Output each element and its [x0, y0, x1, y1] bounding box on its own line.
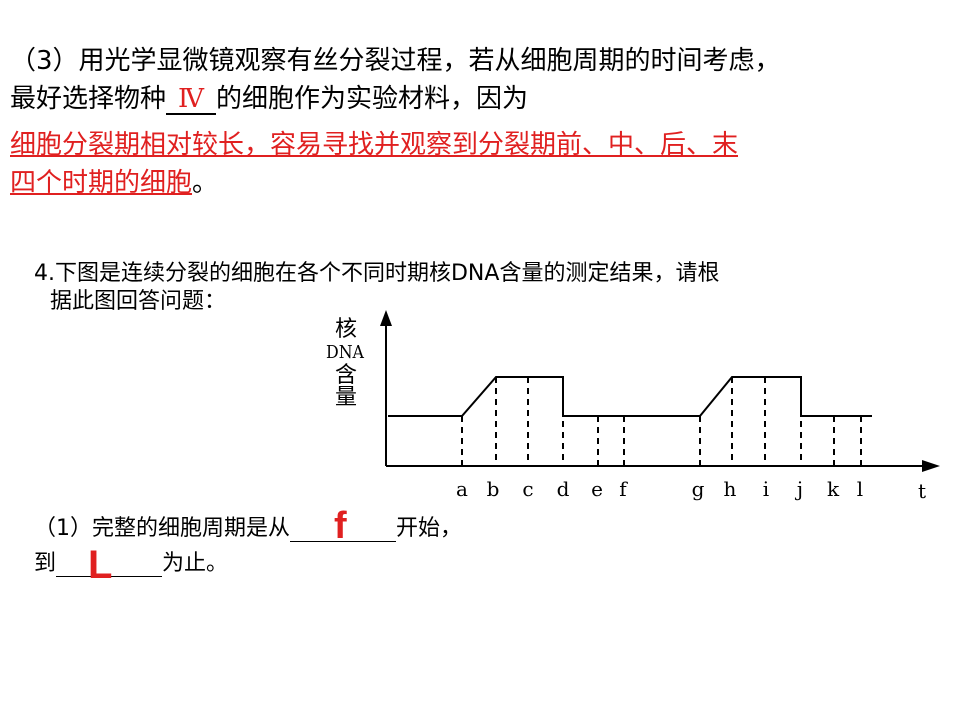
x-axis-label: t: [918, 479, 926, 503]
y-label-han: 含: [335, 363, 357, 388]
y-label-liang: 量: [335, 385, 357, 410]
q4-sub1-after: 开始，: [396, 516, 463, 541]
tick-label-e: e: [591, 477, 603, 501]
tick-label-c: c: [522, 477, 533, 501]
y-axis-arrow-icon: [380, 310, 392, 326]
dna-content-line: [388, 376, 872, 417]
q3-blank-answer: Ⅳ: [166, 85, 217, 115]
tick-label-h: h: [724, 477, 737, 501]
q4-sub1-blank2: L: [56, 545, 163, 585]
q4-sub1-answer2: L: [88, 543, 113, 587]
q4-sub1-line2-after: 为止。: [162, 551, 229, 576]
q3-answer-end: 。: [192, 168, 219, 198]
y-label-he: 核: [335, 317, 357, 342]
q3-line2-after: 的细胞作为实验材料，因为: [216, 84, 529, 114]
q3-answer-line1: 细胞分裂期相对较长，容易寻找并观察到分裂期前、中、后、末: [10, 130, 739, 160]
y-label-dna: DNA: [326, 342, 365, 363]
q4-sub1-blank1: f: [290, 507, 396, 545]
q4-line1: 4.下图是连续分裂的细胞在各个不同时期核DNA含量的测定结果，请根: [34, 261, 720, 286]
q3-line2-before: 最好选择物种: [10, 84, 167, 114]
tick-label-i: i: [763, 477, 769, 501]
tick-label-f: f: [619, 477, 628, 501]
x-axis-arrow-icon: [922, 460, 940, 472]
tick-label-d: d: [557, 477, 570, 501]
tick-label-a: a: [456, 477, 468, 501]
tick-label-l: l: [857, 477, 863, 501]
q3-answer-line2-text: 四个时期的细胞: [10, 168, 193, 198]
q4-sub1-line2: 到 L 为止。: [34, 545, 229, 585]
tick-label-g: g: [692, 477, 705, 501]
tick-label-b: b: [487, 477, 500, 501]
series-layer: [388, 376, 872, 466]
q4-sub1-line1: （1）完整的细胞周期是从 f 开始，: [34, 507, 463, 545]
q4-sub1-before: （1）完整的细胞周期是从: [34, 516, 290, 541]
q4-sub1-answer1: f: [334, 505, 347, 547]
q3-answer-line2: 四个时期的细胞。: [10, 162, 218, 199]
q4-line2: 据此图回答问题：: [50, 289, 227, 314]
q3-line1: （3）用光学显微镜观察有丝分裂过程，若从细胞周期的时间考虑，: [10, 46, 781, 76]
q4-sub1-line2-before: 到: [34, 551, 57, 576]
tick-label-k: k: [827, 477, 840, 501]
tick-label-j: j: [795, 477, 803, 501]
